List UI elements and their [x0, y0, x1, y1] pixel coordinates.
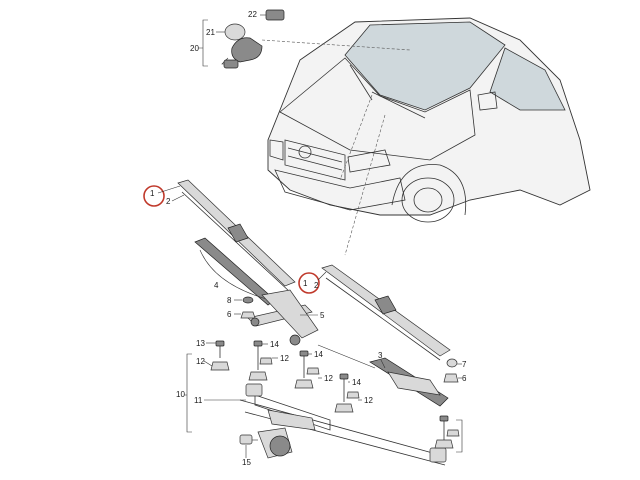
callout-1-left: 1: [150, 189, 155, 198]
callout-7: 7: [462, 360, 467, 369]
bolt-group-e: [434, 415, 463, 453]
callout-14-a: 14: [270, 340, 279, 349]
callout-21: 21: [206, 28, 215, 37]
callout-13: 13: [196, 339, 205, 348]
callout-11: 11: [194, 396, 203, 405]
callout-1-right: 1: [303, 279, 308, 288]
bracket-10: [184, 353, 192, 433]
callout-12-b: 12: [280, 354, 289, 363]
windshield: [344, 21, 506, 111]
highlight-circle-left: [143, 185, 165, 207]
callout-14-c: 14: [352, 378, 361, 387]
wiper-linkage-frame: [239, 383, 447, 466]
crank-linkage: [247, 289, 319, 346]
callout-10: 10: [176, 390, 185, 399]
leader-car-to-right-wiper: [339, 94, 373, 181]
callout-2-left: 2: [166, 197, 171, 206]
bolt-group-c: [294, 350, 320, 389]
bolt-group-b: [248, 340, 273, 381]
callout-4: 4: [214, 281, 219, 290]
nut-group-left: [240, 296, 256, 319]
bolt-group-d: [334, 373, 360, 413]
callout-15: 15: [242, 458, 251, 467]
nut-group-right: [443, 358, 459, 383]
callout-2-right: 2: [314, 281, 319, 290]
callout-12-c: 12: [324, 374, 333, 383]
callout-6-left: 6: [227, 310, 232, 319]
leader-car-to-left-wiper: [344, 114, 386, 256]
right-wiper-blade: [321, 264, 451, 361]
nozzle-cap: [224, 23, 246, 41]
bolt-group-a: [210, 340, 230, 371]
vehicle-illustration: [267, 17, 591, 223]
callout-3: 3: [378, 351, 383, 360]
connector-clip: [265, 9, 285, 21]
wiper-motor: [239, 427, 293, 459]
callout-12-a: 12: [196, 357, 205, 366]
callout-6-right: 6: [462, 374, 467, 383]
washer-nozzle: [231, 37, 263, 63]
left-wiper-blade: [177, 179, 296, 293]
callout-5: 5: [320, 311, 325, 320]
callout-14-b: 14: [314, 350, 323, 359]
callout-12-d: 12: [364, 396, 373, 405]
highlight-circle-right: [298, 272, 320, 294]
bracket-20: [198, 19, 208, 67]
callout-20: 20: [190, 44, 199, 53]
right-wiper-arm: [317, 344, 449, 407]
washer-nozzle-group: [221, 9, 285, 69]
callout-8: 8: [227, 296, 232, 305]
callout-22: 22: [248, 10, 257, 19]
